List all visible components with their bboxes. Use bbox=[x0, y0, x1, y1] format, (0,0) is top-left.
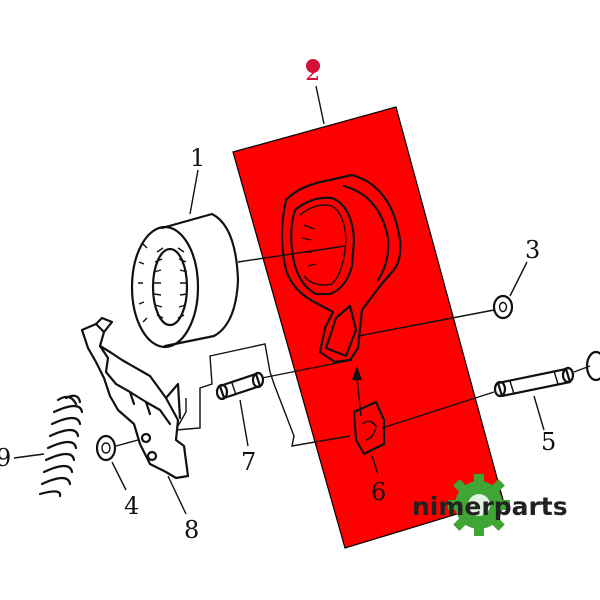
leader-line-part-5 bbox=[533, 395, 545, 431]
part-5-pin bbox=[493, 366, 575, 398]
label-part-9: 9 bbox=[0, 444, 11, 472]
label-part-8: 8 bbox=[184, 516, 199, 544]
part-7-small-pin bbox=[215, 371, 265, 401]
axis-line-part-3 bbox=[357, 309, 495, 337]
label-part-4: 4 bbox=[124, 492, 139, 520]
arrow-head bbox=[352, 366, 362, 380]
leader-line-part-4 bbox=[111, 461, 127, 491]
gear-icon bbox=[448, 474, 510, 536]
assembly-line bbox=[175, 343, 351, 447]
axis-line-part-4 bbox=[115, 439, 139, 447]
leader-line-part-1 bbox=[189, 169, 199, 215]
part-6-clip bbox=[352, 400, 386, 456]
spring-hook-line bbox=[13, 453, 45, 459]
part-4-washer bbox=[95, 434, 117, 462]
part-2-brake-band bbox=[280, 173, 402, 364]
part-9-washer-partial bbox=[585, 350, 600, 382]
leader-line-part-7 bbox=[239, 399, 249, 447]
label-part-3: 3 bbox=[525, 236, 540, 264]
watermark-text: nimerparts bbox=[412, 492, 568, 521]
assembly-line-2 bbox=[177, 398, 187, 427]
leader-line-part-6 bbox=[371, 455, 379, 475]
part-3-washer bbox=[492, 294, 514, 320]
label-part-7: 7 bbox=[241, 448, 256, 476]
label-part-1: 1 bbox=[190, 144, 205, 172]
part-8-bracket bbox=[80, 316, 190, 480]
axis-line-part-7 bbox=[261, 359, 353, 379]
leader-line-part-3 bbox=[509, 261, 528, 297]
part-1-splined-hub bbox=[130, 212, 240, 349]
leader-line-part-2 bbox=[315, 85, 325, 125]
part-9-spring bbox=[38, 394, 84, 498]
label-part-6: 6 bbox=[371, 478, 386, 506]
label-part-5: 5 bbox=[541, 428, 556, 456]
highlight-panel-part-2 bbox=[232, 106, 504, 549]
leader-line-part-8 bbox=[167, 475, 187, 515]
marker-dot-part-2 bbox=[306, 59, 320, 73]
